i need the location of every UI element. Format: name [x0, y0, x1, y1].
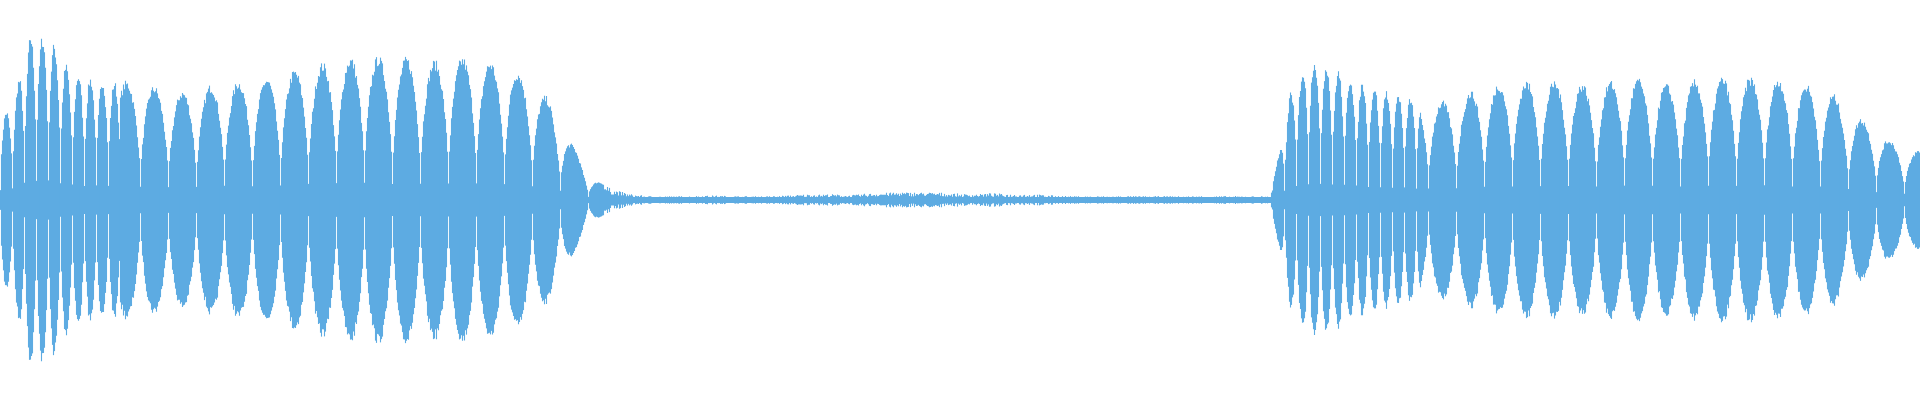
waveform-segment: [1119, 196, 1141, 204]
waveform-segment: [719, 195, 741, 205]
waveform-segment: [1819, 94, 1841, 306]
waveform-segment: [1479, 86, 1501, 314]
waveform-segment: [499, 75, 521, 325]
waveform-segment: [1459, 91, 1481, 309]
waveform-segment: [179, 93, 201, 307]
waveform-segment: [839, 194, 861, 206]
waveform-segment: [1499, 92, 1521, 308]
waveform-segment: [379, 57, 401, 343]
waveform-segment: [1699, 82, 1721, 318]
waveform-segment: [1419, 107, 1441, 293]
waveform-segment: [1039, 195, 1061, 205]
waveform-segment: [1619, 78, 1641, 322]
waveform-segment: [1659, 84, 1681, 316]
waveform-segment: [199, 85, 221, 315]
waveform-segment: [1259, 154, 1281, 246]
waveform-segment: [59, 64, 81, 336]
waveform-segment: [19, 40, 41, 360]
waveform-segment: [1139, 196, 1161, 204]
waveform-segment: [919, 192, 941, 208]
waveform-segment: [1339, 80, 1361, 320]
waveform-segment: [1859, 119, 1881, 281]
waveform-segment: [159, 99, 181, 301]
waveform-segment: [1639, 82, 1661, 318]
waveform-segment: [79, 79, 101, 321]
waveform-segment: [1439, 100, 1461, 300]
waveform-segment: [599, 183, 621, 217]
waveform-segment: [799, 194, 821, 206]
waveform-segment: [1239, 196, 1261, 204]
waveform-segment: [1279, 92, 1301, 308]
waveform-segment: [559, 143, 581, 257]
waveform-segment: [639, 195, 661, 205]
waveform-segment: [239, 89, 261, 311]
waveform-segment: [939, 192, 961, 208]
waveform-segment: [979, 193, 1001, 207]
waveform-segment: [479, 65, 501, 335]
waveform-segment: [1539, 81, 1561, 319]
waveform-segment: [1079, 196, 1101, 204]
waveform-segment: [959, 194, 981, 206]
waveform-segment: [1319, 70, 1341, 330]
waveform-segment: [419, 60, 441, 340]
waveform-segment: [119, 80, 141, 320]
waveform-segment: [259, 81, 281, 319]
waveform-segment: [739, 196, 761, 204]
waveform-segment: [1059, 196, 1081, 204]
waveform-segment: [319, 63, 341, 337]
waveform-segment: [1839, 118, 1861, 282]
waveform-segment: [1219, 196, 1241, 204]
waveform-segment: [619, 191, 641, 209]
waveform-segment: [299, 76, 321, 324]
waveform-segment: [759, 196, 781, 204]
waveform-segment: [879, 192, 901, 208]
waveform-segment: [1739, 77, 1761, 323]
waveform-segment: [459, 59, 481, 341]
waveform-segment: [1019, 194, 1041, 206]
waveform-segment: [679, 196, 701, 204]
waveform-segment: [1599, 81, 1621, 319]
waveform-segment: [279, 71, 301, 329]
waveform-segment: [859, 193, 881, 207]
waveform-segment: [1579, 86, 1601, 314]
waveform-segment: [1199, 196, 1221, 204]
waveform-segment: [999, 194, 1021, 206]
waveform-segment: [1399, 99, 1421, 301]
waveform-segment: [339, 59, 361, 341]
waveform-segment: [1899, 151, 1920, 249]
waveform-segment: [659, 196, 681, 204]
waveform-segment: [899, 192, 921, 208]
waveform-segment: [1879, 141, 1901, 259]
waveform-segment: [99, 83, 121, 317]
waveform-segment: [1799, 85, 1821, 315]
waveform-segment: [579, 163, 601, 237]
waveform-segment: [819, 194, 841, 206]
waveform-segment: [1159, 196, 1181, 204]
waveform-segment: [139, 87, 161, 313]
waveform-segment: [539, 95, 561, 305]
waveform-segment: [399, 56, 421, 344]
waveform-segment: [359, 57, 381, 343]
waveform-segment: [219, 84, 241, 316]
waveform-segment: [39, 38, 61, 362]
waveform-segment: [0, 81, 21, 319]
waveform-segment: [1179, 196, 1201, 204]
waveform-segment: [1379, 91, 1401, 309]
waveform-segment: [1519, 81, 1541, 319]
waveform-segment: [779, 195, 801, 205]
waveform-segment: [1779, 83, 1801, 317]
waveform-segment: [1299, 65, 1321, 335]
waveform-segment: [1759, 81, 1781, 319]
waveform-segment: [1719, 77, 1741, 323]
waveform-segment: [699, 195, 721, 205]
waveform-series: [0, 38, 1920, 362]
waveform-segment: [1099, 196, 1121, 204]
waveform-segment: [439, 60, 461, 340]
waveform-segment: [1359, 84, 1381, 316]
waveform-segment: [1559, 86, 1581, 314]
waveform-segment: [1679, 79, 1701, 321]
waveform-segment: [519, 80, 541, 320]
